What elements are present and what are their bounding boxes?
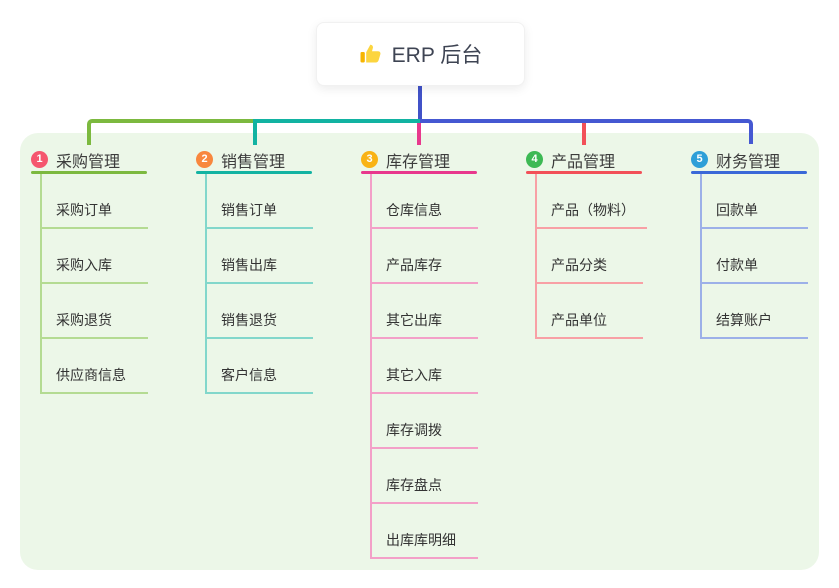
child-node-label: 采购退货: [56, 312, 112, 328]
child-node-label: 回款单: [716, 202, 758, 218]
child-node-付款单[interactable]: 付款单: [702, 229, 808, 284]
branch-children: 产品（物料） 产品分类产品单位: [535, 174, 647, 339]
child-node-label: 其它出库: [386, 312, 442, 328]
child-node-label: 付款单: [716, 257, 758, 273]
branch-title: 采购管理: [56, 153, 121, 171]
child-node-label: 采购入库: [56, 257, 112, 273]
child-node-其它入库[interactable]: 其它入库: [372, 339, 478, 394]
connector-mid-segment: [253, 119, 420, 123]
branch-number-badge: 2: [196, 151, 213, 168]
child-node-库存盘点[interactable]: 库存盘点: [372, 449, 478, 504]
branch-underline: [361, 171, 477, 174]
branch-3-drop-line: [417, 123, 421, 145]
branch-underline: [691, 171, 807, 174]
branch-库存管理: 3 库存管理仓库信息产品库存其它出库其它入库库存调拨库存盘点出库库明细: [361, 148, 478, 559]
child-node-库存调拨[interactable]: 库存调拨: [372, 394, 478, 449]
branch-title: 销售管理: [221, 153, 286, 171]
child-node-采购订单[interactable]: 采购订单: [42, 174, 148, 229]
mindmap-background-panel: [20, 133, 819, 570]
branch-underline: [31, 171, 147, 174]
branch-node-产品管理[interactable]: 4 产品管理: [526, 148, 642, 171]
child-node-label: 库存盘点: [386, 477, 442, 493]
child-node-label: 销售出库: [221, 257, 277, 273]
child-node-产品分类[interactable]: 产品分类: [537, 229, 643, 284]
child-node-label: 产品（物料）: [551, 202, 635, 218]
branch-number-badge: 4: [526, 151, 543, 168]
branch-children: 回款单付款单结算账户: [700, 174, 808, 339]
child-node-出库库明细[interactable]: 出库库明细: [372, 504, 478, 559]
branch-node-采购管理[interactable]: 1 采购管理: [31, 148, 147, 171]
child-node-label: 供应商信息: [56, 367, 126, 383]
branch-number-badge: 1: [31, 151, 48, 168]
branch-node-销售管理[interactable]: 2 销售管理: [196, 148, 312, 171]
child-node-label: 采购订单: [56, 202, 112, 218]
child-node-label: 结算账户: [716, 312, 772, 328]
child-node-供应商信息[interactable]: 供应商信息: [42, 339, 148, 394]
child-node-label: 产品分类: [551, 257, 607, 273]
child-node-label: 产品库存: [386, 257, 442, 273]
child-node-label: 其它入库: [386, 367, 442, 383]
child-node-label: 销售订单: [221, 202, 277, 218]
child-node-采购入库[interactable]: 采购入库: [42, 229, 148, 284]
child-node-label: 客户信息: [221, 367, 277, 383]
branch-4-drop-line: [582, 123, 586, 145]
branch-title: 产品管理: [551, 153, 616, 171]
child-node-其它出库[interactable]: 其它出库: [372, 284, 478, 339]
child-node-销售出库[interactable]: 销售出库: [207, 229, 313, 284]
child-node-客户信息[interactable]: 客户信息: [207, 339, 313, 394]
root-stem-line: [418, 83, 422, 123]
branch-number-badge: 3: [361, 151, 378, 168]
branch-2-drop-line: [253, 119, 257, 145]
child-node-label: 出库库明细: [386, 532, 456, 548]
branch-children: 仓库信息产品库存其它出库其它入库库存调拨库存盘点出库库明细: [370, 174, 478, 559]
child-node-采购退货[interactable]: 采购退货: [42, 284, 148, 339]
branch-产品管理: 4 产品管理产品（物料） 产品分类产品单位: [526, 148, 647, 339]
child-node-产品（物料）[interactable]: 产品（物料）: [537, 174, 647, 229]
child-node-label: 仓库信息: [386, 202, 442, 218]
branch-财务管理: 5 财务管理回款单付款单结算账户: [691, 148, 808, 339]
branch-number-badge: 5: [691, 151, 708, 168]
child-node-仓库信息[interactable]: 仓库信息: [372, 174, 478, 229]
connector-left-segment: [87, 119, 253, 145]
branch-title: 财务管理: [716, 153, 781, 171]
child-node-label: 库存调拨: [386, 422, 442, 438]
child-node-产品库存[interactable]: 产品库存: [372, 229, 478, 284]
branch-underline: [196, 171, 312, 174]
branch-node-财务管理[interactable]: 5 财务管理: [691, 148, 807, 171]
branch-children: 采购订单采购入库采购退货供应商信息: [40, 174, 148, 394]
child-node-产品单位[interactable]: 产品单位: [537, 284, 643, 339]
branch-采购管理: 1 采购管理采购订单采购入库采购退货供应商信息: [31, 148, 148, 394]
child-node-label: 产品单位: [551, 312, 607, 328]
child-node-回款单[interactable]: 回款单: [702, 174, 808, 229]
child-node-销售订单[interactable]: 销售订单: [207, 174, 313, 229]
root-node-title: ERP 后台: [391, 44, 483, 67]
thumbs-up-icon: [359, 42, 383, 66]
branch-title: 库存管理: [386, 153, 451, 171]
child-node-销售退货[interactable]: 销售退货: [207, 284, 313, 339]
branch-销售管理: 2 销售管理销售订单销售出库销售退货客户信息: [196, 148, 313, 394]
branch-children: 销售订单销售出库销售退货客户信息: [205, 174, 313, 394]
branch-underline: [526, 171, 642, 174]
root-node[interactable]: ERP 后台: [316, 22, 525, 86]
child-node-结算账户[interactable]: 结算账户: [702, 284, 808, 339]
child-node-label: 销售退货: [221, 312, 277, 328]
connector-right-segment: [420, 119, 753, 144]
branch-node-库存管理[interactable]: 3 库存管理: [361, 148, 477, 171]
